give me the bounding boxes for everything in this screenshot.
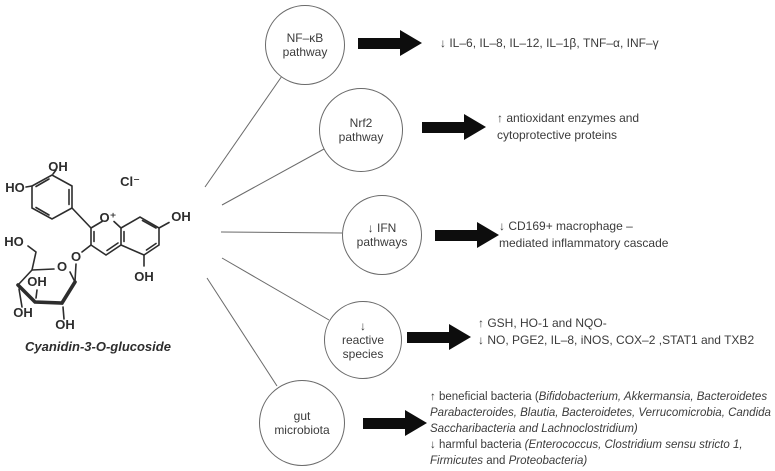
atom-label-oh: OH [27, 274, 47, 289]
effect-arrow-icon [363, 410, 427, 436]
molecule-structure: OH HO Cl⁻ O⁺ OH OH HO O O OH OH OH [4, 159, 191, 332]
pathway-circle-label: NF–κB pathway [282, 31, 328, 59]
arrow-head [405, 410, 427, 436]
effect-text-segment: Bifidobacterium, Akkermansia, Bacteroide… [538, 391, 768, 403]
pathway-circle-gut-microbiota: gut microbiota [259, 380, 345, 466]
atom-label-oh: OH [171, 209, 191, 224]
effect-text-line: Saccharibacteria and Lachnoclostridium) [430, 421, 775, 437]
effect-text-line: Firmicutes and Proteobacteria) [430, 453, 775, 469]
arrow-shaft [435, 229, 477, 241]
effect-text-ifn: ↓ CD169+ macrophage – mediated inflammat… [499, 219, 669, 250]
b-ring-substituent-bonds [25, 169, 92, 229]
atom-label-o: O [71, 249, 81, 264]
a-ring-bonds [120, 216, 160, 256]
effect-text-segment: ↑ beneficial bacteria ( [430, 391, 539, 403]
connector-line [204, 75, 283, 188]
effect-text-line: ↑ beneficial bacteria (Bifidobacterium, … [430, 389, 775, 405]
effect-text-nrf2: ↑ antioxidant enzymes and cytoprotective… [497, 111, 640, 142]
atom-label-oh: OH [48, 159, 68, 174]
connector-line [220, 231, 343, 234]
glucose-substituent-bonds [18, 245, 65, 320]
a-ring-substituent-bonds [143, 221, 170, 267]
effect-text-segment: Saccharibacteria and Lachnoclostridium) [430, 423, 638, 435]
arrow-head [464, 114, 486, 140]
arrow-shaft [358, 37, 400, 49]
atom-label-oh: OH [55, 317, 75, 332]
effect-text-reactive-species: ↑ GSH, HO-1 and NQO- ↓ NO, PGE2, IL–8, i… [478, 316, 755, 347]
atom-label-ho: HO [4, 234, 24, 249]
glycosidic-bonds [74, 244, 92, 282]
effect-text-gut-microbiota: ↑ beneficial bacteria (Bifidobacterium, … [430, 389, 775, 469]
arrow-head [477, 222, 499, 248]
glucose-bold-bonds [16, 280, 77, 305]
atom-label-o-plus: O⁺ [100, 210, 117, 225]
atom-label-o: O [57, 259, 67, 274]
c-ring-double-bonds [93, 230, 119, 252]
effect-text-nfkb: ↓ IL–6, IL–8, IL–12, IL–1β, TNF–α, INF–γ [440, 36, 659, 50]
effect-text-segment: and [483, 455, 509, 467]
effect-arrow-icon [358, 30, 422, 56]
pathway-circle-nrf2: Nrf2 pathway [319, 88, 403, 172]
effect-text-line: Parabacteroides, Blautia, Bacteroidetes,… [430, 405, 775, 421]
pathway-circle-label: Nrf2 pathway [338, 116, 384, 144]
compound-name-label: Cyanidin-3-O-glucoside [25, 339, 171, 354]
counter-ion-label: Cl⁻ [120, 174, 140, 189]
effect-text-segment: Parabacteroides, Blautia, Bacteroidetes,… [430, 407, 771, 419]
effect-text-line: ↓ harmful bacteria (Enterococcus, Clostr… [430, 437, 775, 453]
arrow-shaft [407, 331, 449, 343]
connector-line [206, 277, 278, 387]
arrow-shaft [363, 417, 405, 429]
effect-text-segment: (Enterococcus, Clostridium sensu stricto… [524, 439, 743, 451]
arrow-shaft [422, 121, 464, 133]
effect-arrow-icon [422, 114, 486, 140]
b-ring-bonds [31, 174, 73, 220]
atom-label-ho: HO [5, 180, 25, 195]
effect-text-segment: ↓ harmful bacteria [430, 439, 525, 451]
pathway-circle-label: gut microbiota [274, 409, 330, 437]
arrow-head [400, 30, 422, 56]
glucose-ring-bonds [17, 268, 76, 286]
arrow-head [449, 324, 471, 350]
effect-text-segment: Firmicutes [430, 455, 484, 467]
a-ring-double-bonds [123, 219, 157, 251]
pathway-circle-reactive-species: ↓ reactive species [324, 301, 402, 379]
connector-line [221, 257, 330, 321]
pathway-circle-label: ↓ reactive species [341, 319, 385, 361]
pathway-circle-ifn: ↓ IFN pathways [342, 195, 422, 275]
atom-label-oh: OH [13, 305, 33, 320]
atom-label-oh: OH [134, 269, 154, 284]
b-ring-double-bonds [35, 178, 70, 216]
effect-arrow-icon [435, 222, 499, 248]
effect-text-segment: Proteobacteria) [508, 455, 588, 467]
pathway-circle-label: ↓ IFN pathways [356, 221, 408, 249]
pathway-circle-nfkb: NF–κB pathway [265, 5, 345, 85]
c-ring-bonds [90, 220, 122, 256]
effect-arrow-icon [407, 324, 471, 350]
connector-line [221, 148, 325, 206]
